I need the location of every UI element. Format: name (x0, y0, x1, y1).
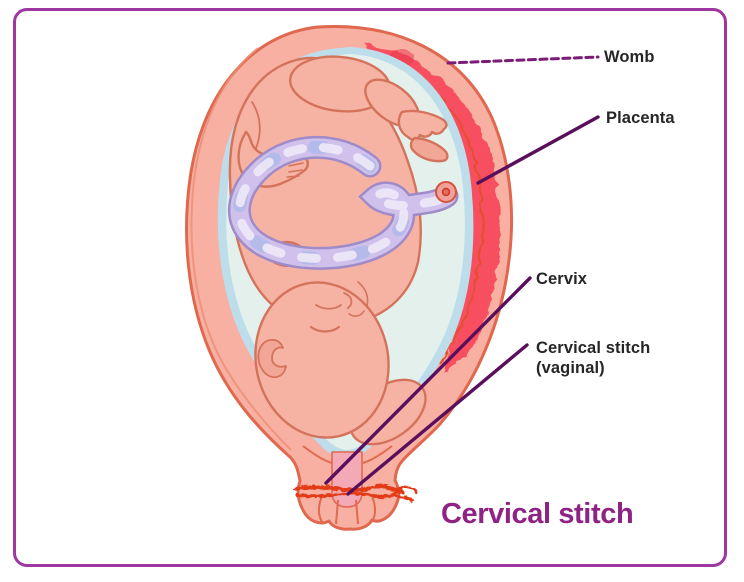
cervical-stitch-label-line2: (vaginal) (536, 359, 605, 377)
fetus-foot-2 (409, 136, 449, 163)
umbilical-cord (227, 135, 459, 270)
cervical-stitch-label: Cervical stitch (vaginal) (536, 338, 650, 378)
fetus-brow (315, 304, 342, 310)
cervical-stitch-suture (292, 483, 417, 502)
cervical-stitch-label-line1: Cervical stitch (536, 339, 651, 357)
fetus-head (254, 281, 390, 439)
leader-lines (324, 55, 600, 496)
fetus-foot (397, 109, 448, 141)
placenta-label: Placenta (606, 109, 675, 127)
leader-line-cervical-stitch (346, 343, 529, 496)
womb-label: Womb (604, 48, 655, 66)
fetus-ear (257, 338, 287, 379)
diagram-title: Cervical stitch (441, 498, 634, 530)
fetus-mouth (348, 310, 365, 317)
cord-insertion (435, 181, 457, 203)
leader-line-womb (446, 55, 600, 65)
leader-line-placenta (476, 115, 600, 185)
fetus-nose (343, 292, 353, 309)
fetus-eye (309, 325, 341, 333)
cervix-label: Cervix (536, 270, 588, 288)
leader-line-cervix (324, 276, 532, 485)
